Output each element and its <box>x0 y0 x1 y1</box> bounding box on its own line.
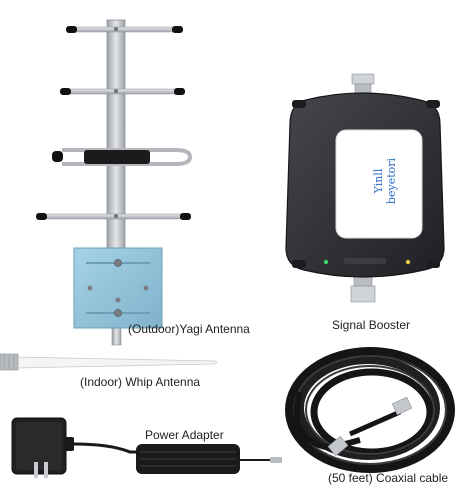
booster-brand: Yinll beyetori <box>350 154 420 208</box>
yagi-driven-element <box>52 148 193 166</box>
label-coaxial-cable: (50 feet) Coaxial cable <box>328 471 449 485</box>
yagi-element-4 <box>36 213 191 220</box>
coax-connector-icon <box>327 396 413 457</box>
yagi-element-2 <box>60 88 185 95</box>
label-yagi-antenna: (Outdoor)Yagi Antenna <box>128 322 250 336</box>
label-power-adapter: Power Adapter <box>145 428 224 442</box>
whip-antenna-body <box>15 356 218 369</box>
booster-brand-mark: Yinll <box>372 168 385 194</box>
whip-antenna <box>0 353 218 371</box>
coaxial-cable <box>285 347 455 473</box>
booster-label-panel <box>335 129 423 239</box>
label-signal-booster: Signal Booster <box>332 318 411 332</box>
led-green-icon <box>323 259 329 265</box>
label-whip-antenna: (Indoor) Whip Antenna <box>80 375 201 389</box>
yagi-element-1 <box>66 26 183 33</box>
booster-top-connector <box>351 73 375 85</box>
signal-booster <box>285 73 445 303</box>
adapter-prong-icon <box>34 462 38 478</box>
led-yellow-icon <box>405 259 411 265</box>
booster-brand-name: beyetori <box>385 157 398 205</box>
yagi-antenna <box>36 19 193 346</box>
power-adapter <box>11 417 282 478</box>
yagi-mount-plate <box>73 247 163 329</box>
